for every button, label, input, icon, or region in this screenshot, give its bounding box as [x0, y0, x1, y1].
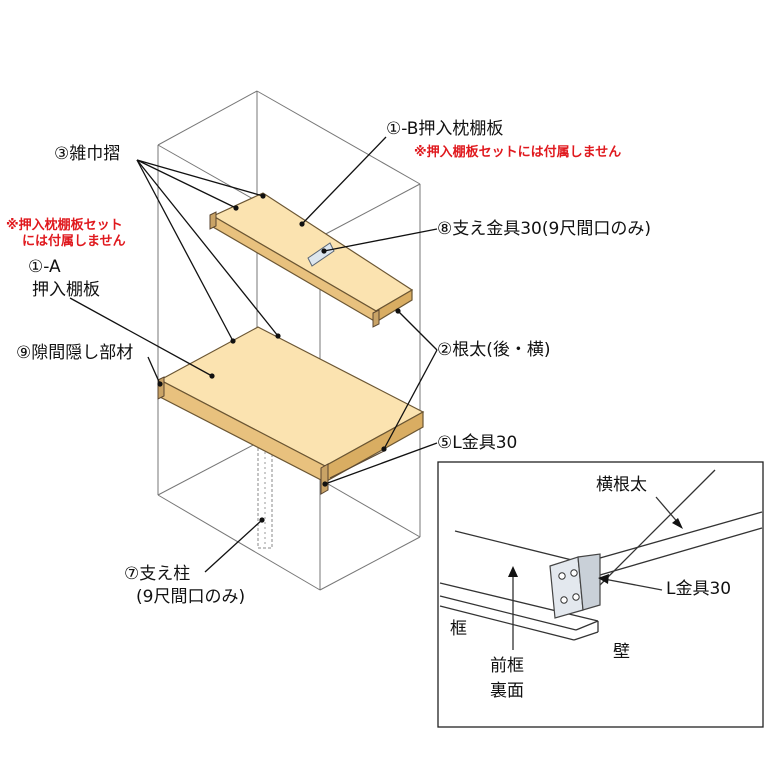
- label-part-1a-number: ①-A: [28, 257, 61, 277]
- label-part-1a-name: 押入棚板: [32, 280, 100, 300]
- label-zoukinzuri: ③雑巾摺: [54, 144, 121, 164]
- detail-label-mae-kamachi: 前框: [490, 656, 524, 676]
- leader-lines: [69, 136, 438, 573]
- label-support-bracket: ⑧支え金具30(9尺間口のみ): [437, 219, 651, 239]
- label-gap-cover: ⑨隙間隠し部材: [16, 343, 134, 363]
- upper-shelf: [209, 192, 414, 328]
- detail-label-l-bracket: L金具30: [666, 579, 732, 599]
- lower-shelf: [157, 326, 425, 495]
- detail-label-mae-kamachi-back: 裏面: [490, 681, 524, 701]
- note-1b: ※押入棚板セットには付属しません: [414, 145, 622, 160]
- detail-label-kabe: 壁: [613, 642, 630, 662]
- note-1a-line2: には付属しません: [22, 234, 126, 249]
- label-neta: ②根太(後・横): [437, 340, 551, 360]
- label-support-post-note: (9尺間口のみ): [136, 587, 246, 607]
- note-1a-line1: ※押入枕棚板セット: [6, 218, 123, 233]
- label-l-bracket: ⑤L金具30: [437, 433, 518, 453]
- detail-label-kamachi: 框: [450, 619, 467, 639]
- detail-inset: [437, 461, 764, 728]
- label-part-1b: ①-B押入枕棚板: [386, 119, 504, 139]
- detail-label-yoko-neta: 横根太: [596, 475, 647, 495]
- closet-box: [157, 90, 421, 591]
- label-support-post-name: ⑦支え柱: [124, 564, 191, 584]
- support-post: [257, 447, 273, 549]
